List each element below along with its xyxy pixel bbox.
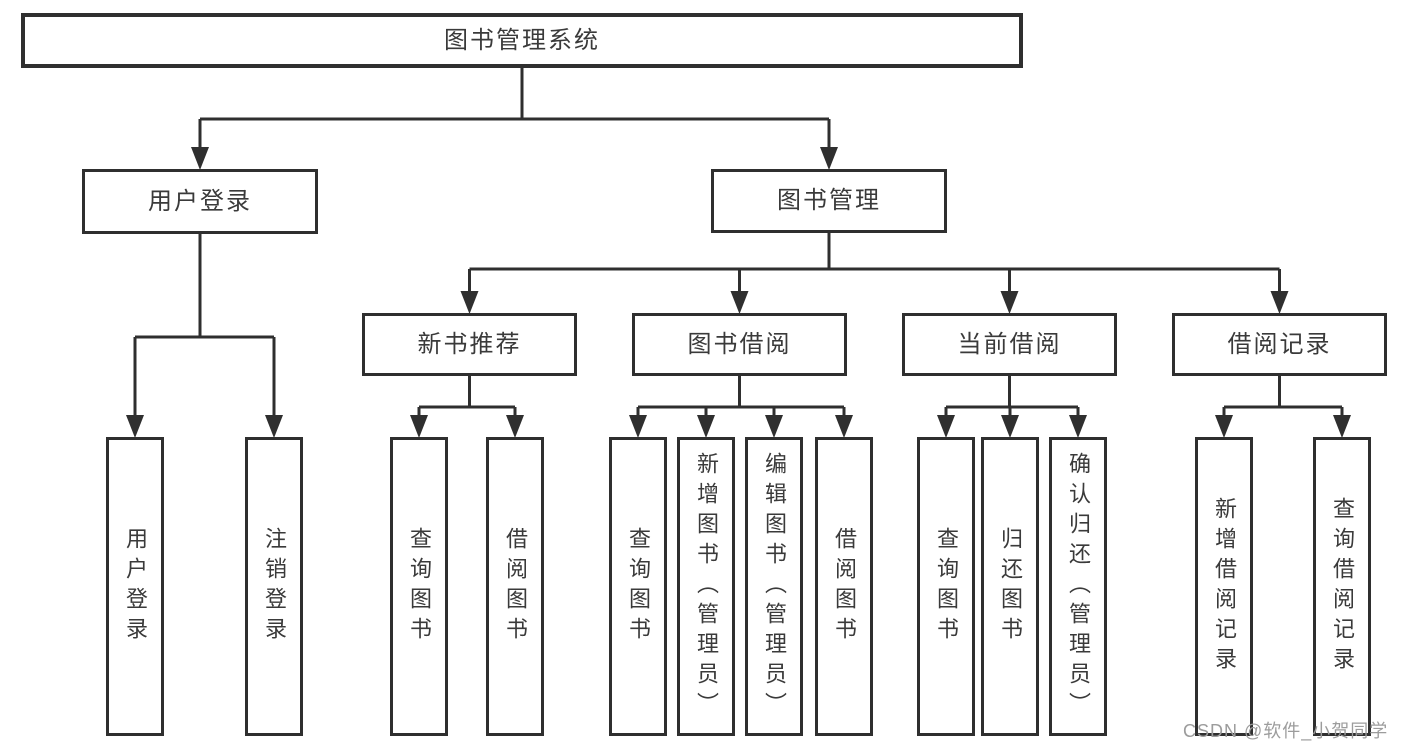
node-user-login-label: 用户登录 — [148, 187, 252, 215]
arrow-down — [1069, 415, 1087, 438]
arrow-down — [1215, 415, 1233, 438]
arrow-down — [765, 415, 783, 438]
arrow-down — [126, 415, 144, 438]
leaf-user-login: 用户登录 — [106, 437, 164, 736]
leaf-query-borrow-record: 查询借阅记录 — [1313, 437, 1371, 736]
leaf-add-books-admin-label: 新增图书（管理员） — [694, 451, 719, 722]
leaf-edit-books-admin-label: 编辑图书（管理员） — [762, 451, 787, 722]
arrow-down — [506, 415, 524, 438]
leaf-logout-login-label: 注销登录 — [262, 526, 287, 647]
leaf-confirm-return-admin-label: 确认归还（管理员） — [1066, 451, 1091, 722]
connector-root-to-level2 — [198, 68, 831, 158]
csdn-watermark: CSDN @软件_小贺同学 — [1183, 721, 1389, 741]
connector-borrow-record-children — [1222, 376, 1344, 425]
leaf-edit-books-admin: 编辑图书（管理员） — [745, 437, 803, 736]
leaf-add-borrow-record: 新增借阅记录 — [1195, 437, 1253, 736]
arrow-down — [937, 415, 955, 438]
node-new-book-recommend-label: 新书推荐 — [417, 330, 522, 358]
connector-book-management-children — [468, 233, 1281, 302]
node-user-login: 用户登录 — [82, 169, 318, 234]
leaf-borrow-books-recommend: 借阅图书 — [486, 437, 544, 736]
leaf-borrow-books-borrow: 借阅图书 — [815, 437, 873, 736]
node-current-borrow-label: 当前借阅 — [957, 330, 1062, 358]
connector-user-login-children — [133, 234, 276, 425]
arrow-down — [1001, 415, 1019, 438]
leaf-confirm-return-admin: 确认归还（管理员） — [1049, 437, 1107, 736]
node-new-book-recommend: 新书推荐 — [362, 313, 577, 376]
node-root: 图书管理系统 — [21, 13, 1023, 68]
leaf-return-books-label: 归还图书 — [998, 526, 1023, 647]
arrow-down — [191, 147, 209, 170]
leaf-query-books-borrow: 查询图书 — [609, 437, 667, 736]
arrow-down — [460, 291, 479, 314]
node-borrow-record: 借阅记录 — [1172, 313, 1387, 376]
arrow-down — [1000, 291, 1019, 314]
leaf-query-books-current: 查询图书 — [917, 437, 975, 736]
leaf-query-books-current-label: 查询图书 — [934, 526, 959, 647]
node-book-borrow-label: 图书借阅 — [687, 330, 792, 358]
node-book-management: 图书管理 — [711, 169, 947, 233]
arrow-down — [697, 415, 715, 438]
arrow-down — [629, 415, 647, 438]
leaf-query-books-recommend-label: 查询图书 — [407, 526, 432, 647]
arrow-down — [820, 147, 838, 170]
leaf-user-login-label: 用户登录 — [123, 526, 148, 647]
connector-new-book-recommend-children — [417, 376, 517, 425]
leaf-query-borrow-record-label: 查询借阅记录 — [1330, 496, 1355, 677]
arrow-down — [265, 415, 283, 438]
arrow-down — [410, 415, 428, 438]
arrow-down — [1333, 415, 1351, 438]
node-borrow-record-label: 借阅记录 — [1227, 330, 1332, 358]
node-current-borrow: 当前借阅 — [902, 313, 1117, 376]
leaf-query-books-borrow-label: 查询图书 — [626, 526, 651, 647]
arrowheads — [126, 147, 1351, 438]
connector-book-borrow-children — [636, 376, 846, 425]
node-root-label: 图书管理系统 — [444, 26, 600, 54]
leaf-return-books: 归还图书 — [981, 437, 1039, 736]
leaf-add-books-admin: 新增图书（管理员） — [677, 437, 735, 736]
leaf-borrow-books-borrow-label: 借阅图书 — [832, 526, 857, 647]
leaf-borrow-books-recommend-label: 借阅图书 — [503, 526, 528, 647]
arrow-down — [1270, 291, 1289, 314]
arrow-down — [835, 415, 853, 438]
arrow-down — [730, 291, 749, 314]
node-book-management-label: 图书管理 — [777, 187, 881, 214]
leaf-logout-login: 注销登录 — [245, 437, 303, 736]
leaf-query-books-recommend: 查询图书 — [390, 437, 448, 736]
leaf-add-borrow-record-label: 新增借阅记录 — [1212, 496, 1237, 677]
node-book-borrow: 图书借阅 — [632, 313, 847, 376]
